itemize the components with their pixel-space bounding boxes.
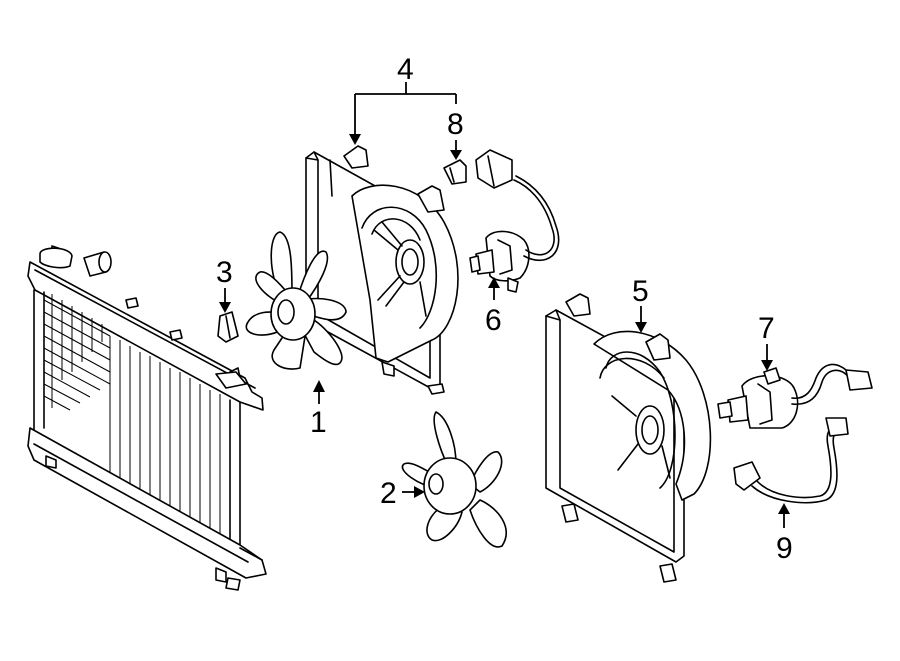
callout-7: 7 [758,312,775,345]
wiring-harness-9 [733,417,849,504]
callout-1: 1 [310,406,327,439]
clip-3 [217,311,239,343]
fan-blade-1 [245,231,347,370]
fan-motor-6 [469,149,560,293]
fan-motor-7 [717,363,873,429]
callout-9: 9 [776,532,793,565]
callout-arrows [219,82,790,528]
callout-4: 4 [397,53,414,86]
fan-blade-2 [401,411,507,548]
callout-5: 5 [632,275,649,308]
clip-8 [443,159,467,185]
callout-8: 8 [447,108,464,141]
callout-2: 2 [380,477,397,510]
fan-shroud-lower [545,293,712,583]
callout-6: 6 [485,304,502,337]
fan-shroud-upper [305,145,459,395]
callout-3: 3 [216,256,233,289]
radiator [27,245,267,591]
